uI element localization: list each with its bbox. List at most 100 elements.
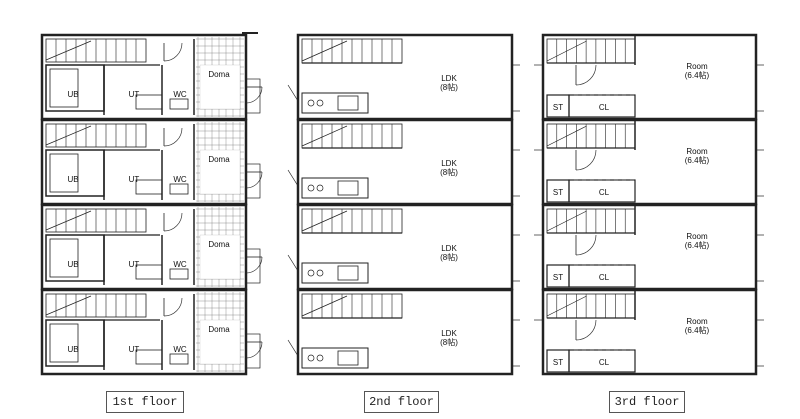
room-label-doma: Doma: [208, 155, 230, 164]
second-floor-unit: LDK(8帖): [287, 288, 520, 376]
stove-burner-icon: [307, 184, 315, 192]
staircase: [45, 38, 147, 63]
stove-burner-icon: [316, 99, 324, 107]
unit-wall: [541, 203, 758, 291]
staircase: [301, 38, 403, 64]
unit-wall: [296, 288, 514, 376]
room-label-doma: Doma: [208, 325, 230, 334]
staircase: [546, 123, 636, 149]
room-label-ub: UB: [67, 345, 78, 354]
bathtub-icon: [49, 68, 79, 108]
room-label-ub: UB: [67, 260, 78, 269]
storage-label-st: ST: [553, 358, 563, 367]
sink-icon: [337, 180, 359, 196]
stove-burner-icon: [316, 354, 324, 362]
wc-door-swing: [163, 297, 183, 317]
washbasin-icon: [135, 179, 163, 195]
entrance-step: [245, 78, 261, 114]
unit-wall: [296, 33, 514, 121]
washbasin-icon: [135, 94, 163, 110]
staircase: [45, 293, 147, 318]
room-label-ut: UT: [129, 345, 140, 354]
unit-wall: [541, 288, 758, 376]
room-label-room: Room: [686, 232, 708, 241]
unit-wall: [296, 118, 514, 206]
storage-label-st: ST: [553, 273, 563, 282]
entrance-door-swing: [245, 256, 263, 274]
room-label-ub: UB: [67, 175, 78, 184]
second-floor-plan: LDK(8帖)LDK(8帖)LDK(8帖)LDK(8帖): [287, 33, 520, 376]
sink-icon: [337, 265, 359, 281]
toilet-icon: [169, 268, 189, 280]
room-label-ut: UT: [129, 260, 140, 269]
room-door-swing: [575, 319, 597, 341]
stove-burner-icon: [316, 184, 324, 192]
second-floor-unit: LDK(8帖): [287, 118, 520, 206]
unit-wall: [541, 33, 758, 121]
room-size-label: (8帖): [440, 82, 458, 92]
room-door-swing: [575, 64, 597, 86]
wc-door-swing: [163, 212, 183, 232]
room-label-wc: WC: [173, 260, 187, 269]
storage-label-cl: CL: [599, 103, 610, 112]
room-label-ldk: LDK: [441, 244, 457, 253]
room-label-wc: WC: [173, 345, 187, 354]
room-size-label: (8帖): [440, 167, 458, 177]
room-size-label: (8帖): [440, 337, 458, 347]
second-floor-label: 2nd floor: [364, 391, 439, 413]
room-label-wc: WC: [173, 175, 187, 184]
stove-burner-icon: [307, 269, 315, 277]
kitchen-counter: [301, 92, 369, 114]
room-door-swing: [575, 234, 597, 256]
washbasin-icon: [135, 264, 163, 280]
bathroom-wall: [45, 319, 105, 367]
washbasin-icon: [135, 349, 163, 365]
room-label-doma: Doma: [208, 70, 230, 79]
staircase: [301, 208, 403, 234]
room-label-ut: UT: [129, 175, 140, 184]
room-label-ldk: LDK: [441, 74, 457, 83]
staircase: [45, 123, 147, 148]
wc-door-swing: [163, 127, 183, 147]
bathroom-wall: [45, 234, 105, 282]
room-size-label: (6.4帖): [685, 155, 710, 165]
storage-label-cl: CL: [599, 188, 610, 197]
room-label-wc: WC: [173, 90, 187, 99]
kitchen-counter: [301, 262, 369, 284]
room-size-label: (6.4帖): [685, 240, 710, 250]
staircase: [546, 208, 636, 234]
toilet-icon: [169, 98, 189, 110]
stove-burner-icon: [307, 354, 315, 362]
sink-icon: [337, 350, 359, 366]
entrance-door-swing: [245, 171, 263, 189]
second-floor-unit: LDK(8帖): [287, 203, 520, 291]
storage-label-cl: CL: [599, 358, 610, 367]
entrance-door-swing: [245, 341, 263, 359]
room-door-swing: [575, 149, 597, 171]
kitchen-counter: [301, 177, 369, 199]
room-size-label: (6.4帖): [685, 325, 710, 335]
entrance-step: [245, 163, 261, 199]
staircase: [301, 123, 403, 149]
bathtub-icon: [49, 238, 79, 278]
room-label-ldk: LDK: [441, 159, 457, 168]
toilet-icon: [169, 353, 189, 365]
third-floor-unit: ST CL Room(6.4帖): [534, 288, 764, 376]
toilet-icon: [169, 183, 189, 195]
room-label-room: Room: [686, 147, 708, 156]
unit-wall: [296, 203, 514, 291]
stove-burner-icon: [316, 269, 324, 277]
entrance-step: [245, 248, 261, 284]
room-size-label: (6.4帖): [685, 70, 710, 80]
unit-wall: [40, 288, 248, 376]
room-label-room: Room: [686, 317, 708, 326]
staircase: [45, 208, 147, 233]
wc-door-swing: [163, 42, 183, 62]
second-floor-unit: LDK(8帖): [287, 33, 520, 121]
